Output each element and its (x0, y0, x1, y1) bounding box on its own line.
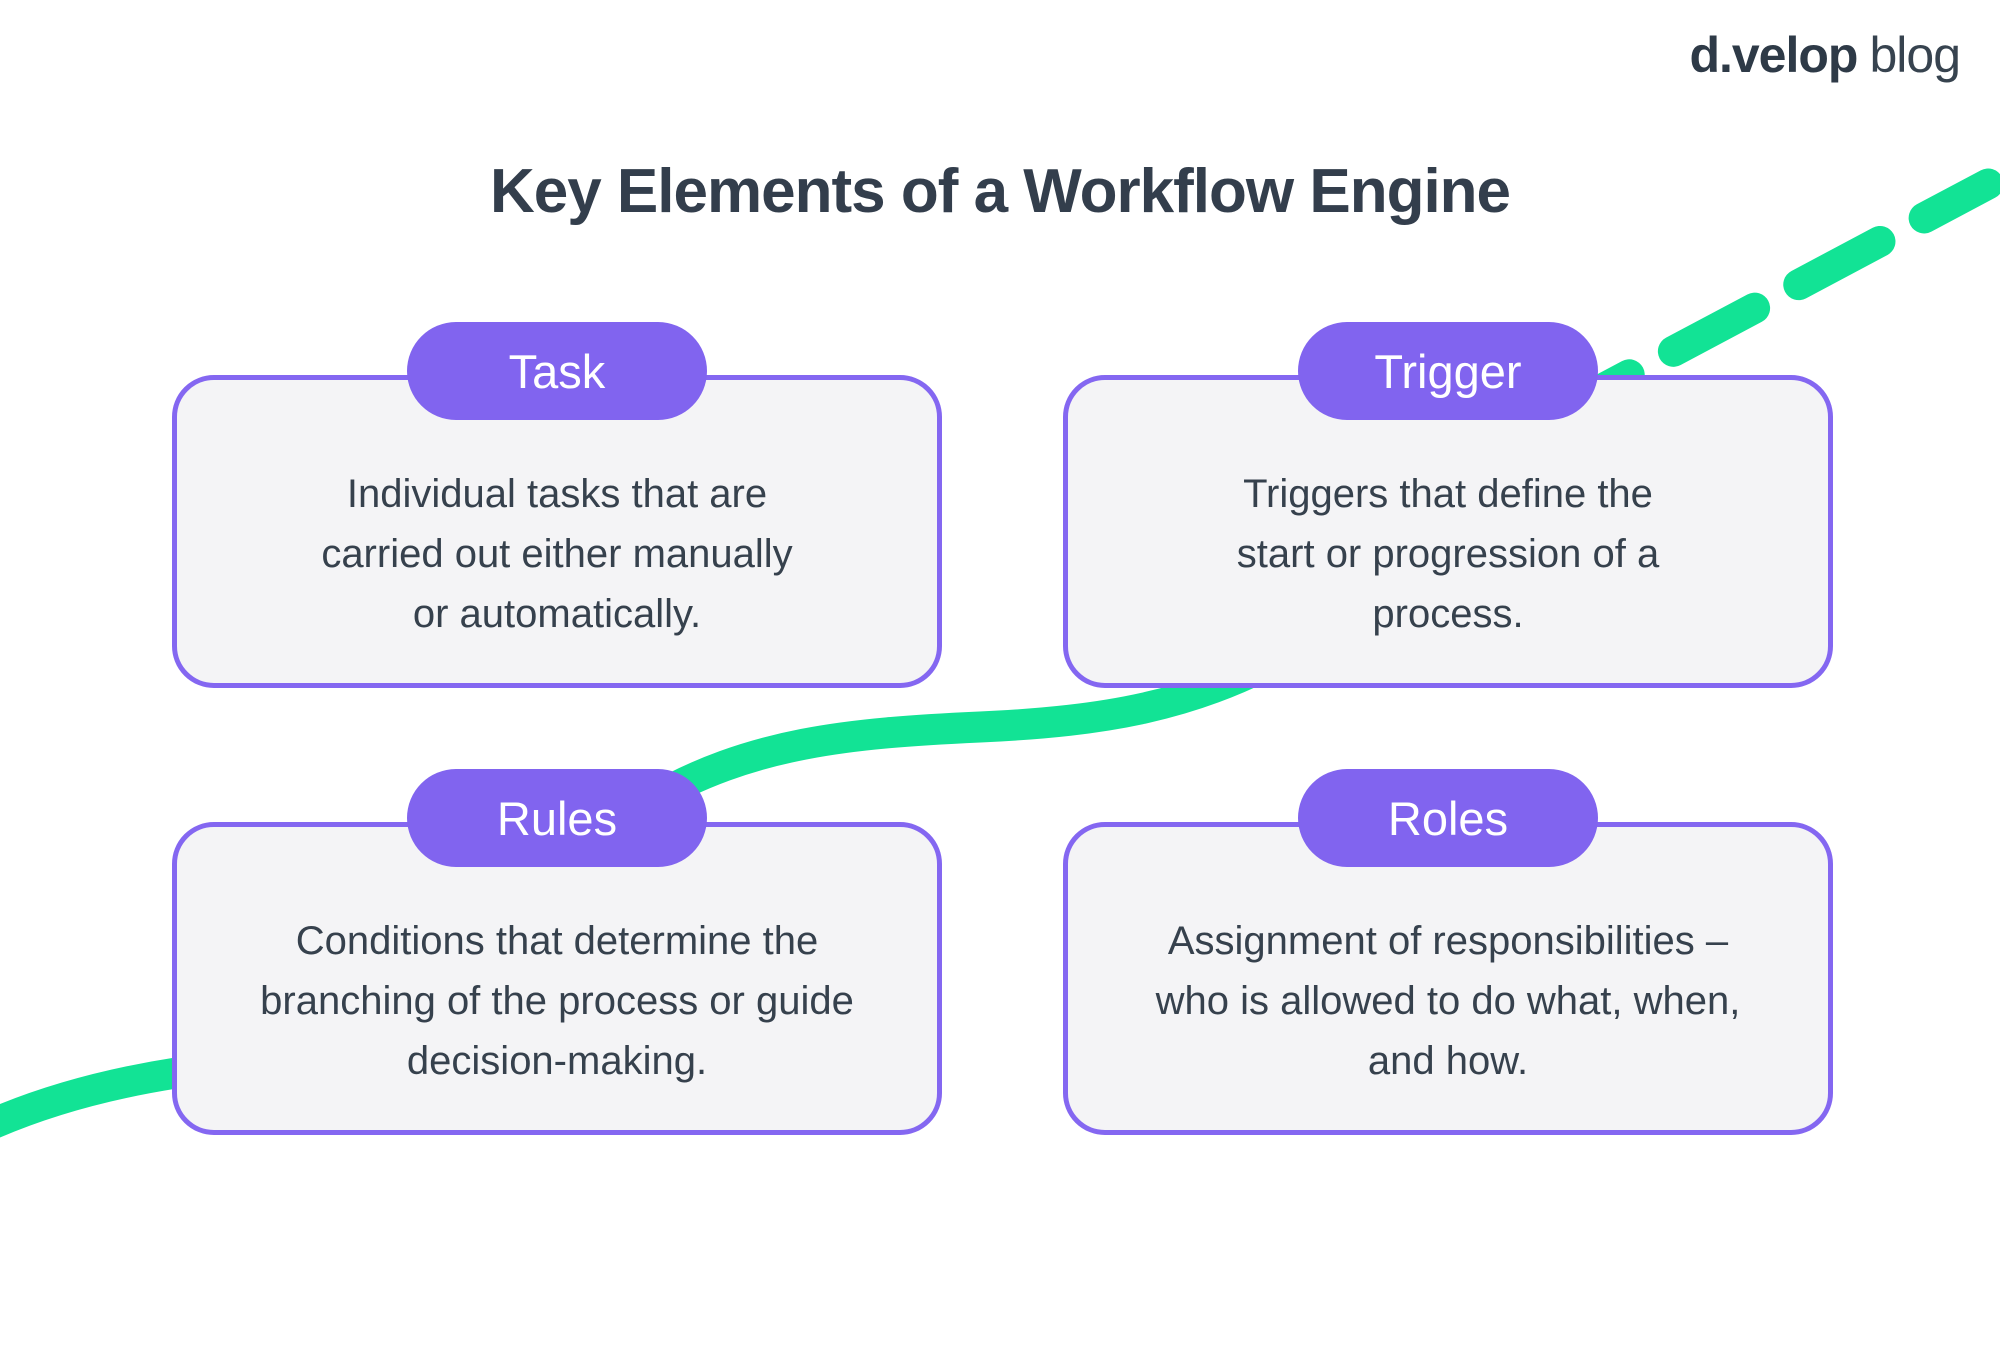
card-rules: Rules Conditions that determine the bran… (172, 769, 942, 1135)
logo-suffix: blog (1869, 27, 1961, 83)
card-roles-pill: Roles (1298, 769, 1598, 867)
logo-wordmark: d.velop (1689, 27, 1858, 83)
card-roles-line-1: Assignment of responsibilities – (1167, 919, 1729, 963)
card-rules-line-2: branching of the process or guide (260, 979, 854, 1023)
card-task: Task Individual tasks that are carried o… (172, 322, 942, 688)
card-trigger-body: Triggers that define the start or progre… (1068, 425, 1828, 683)
card-rules-body: Conditions that determine the branching … (177, 872, 937, 1130)
card-task-line-1: Individual tasks that are (346, 472, 768, 516)
card-trigger: Trigger Triggers that define the start o… (1063, 322, 1833, 688)
card-trigger-line-1: Triggers that define the (1243, 472, 1653, 516)
card-roles-body: Assignment of responsibilities – who is … (1068, 872, 1828, 1130)
card-rules-line-1: Conditions that determine the (295, 919, 819, 963)
card-trigger-line-2: start or progression of a (1236, 532, 1660, 576)
page-title: Key Elements of a Workflow Engine (489, 157, 1511, 226)
card-rules-line-3: decision-making. (406, 1039, 708, 1083)
card-roles-line-2: who is allowed to do what, when, (1155, 979, 1741, 1023)
card-task-line-3: or automatically. (412, 592, 702, 636)
card-rules-pill: Rules (407, 769, 707, 867)
card-roles-line-3: and how. (1367, 1039, 1529, 1083)
card-trigger-pill: Trigger (1298, 322, 1598, 420)
card-task-line-2: carried out either manually (321, 532, 793, 576)
card-roles: Roles Assignment of responsibilities – w… (1063, 769, 1833, 1135)
card-trigger-line-3: process. (1372, 592, 1524, 636)
card-task-pill: Task (407, 322, 707, 420)
card-task-body: Individual tasks that are carried out ei… (177, 425, 937, 683)
